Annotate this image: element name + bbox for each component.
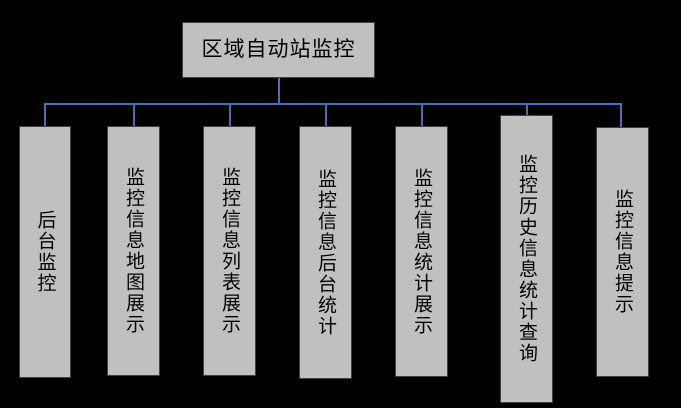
node-child-2[interactable]: 监控信息地图展示 (107, 126, 160, 376)
connector-drop-2 (133, 103, 135, 127)
node-child-1[interactable]: 后台监控 (19, 126, 71, 378)
connector-drop-6 (526, 103, 528, 116)
node-child-5-label: 监控信息统计展示 (411, 167, 432, 336)
node-child-7-label: 监控信息提示 (612, 189, 633, 315)
node-child-1-label: 后台监控 (34, 210, 56, 294)
connector-horizontal-bus (44, 103, 621, 105)
node-child-2-label: 监控信息地图展示 (123, 167, 144, 335)
node-child-5[interactable]: 监控信息统计展示 (395, 126, 448, 377)
connector-drop-5 (421, 103, 423, 127)
node-child-3-label: 监控信息列表展示 (219, 167, 240, 335)
node-child-4[interactable]: 监控信息后台统计 (299, 126, 352, 379)
node-child-7[interactable]: 监控信息提示 (596, 127, 649, 377)
node-child-3[interactable]: 监控信息列表展示 (203, 126, 256, 376)
node-child-6-label: 监控历史信息统计查询 (516, 154, 537, 364)
connector-root-stem (278, 78, 280, 105)
node-child-6[interactable]: 监控历史信息统计查询 (500, 115, 553, 403)
connector-drop-3 (229, 103, 231, 127)
connector-drop-1 (44, 103, 46, 127)
connector-drop-7 (620, 103, 622, 128)
node-root-label: 区域自动站监控 (201, 37, 356, 62)
connector-drop-4 (325, 103, 327, 127)
node-child-4-label: 监控信息后台统计 (315, 168, 336, 337)
node-root[interactable]: 区域自动站监控 (182, 22, 375, 78)
